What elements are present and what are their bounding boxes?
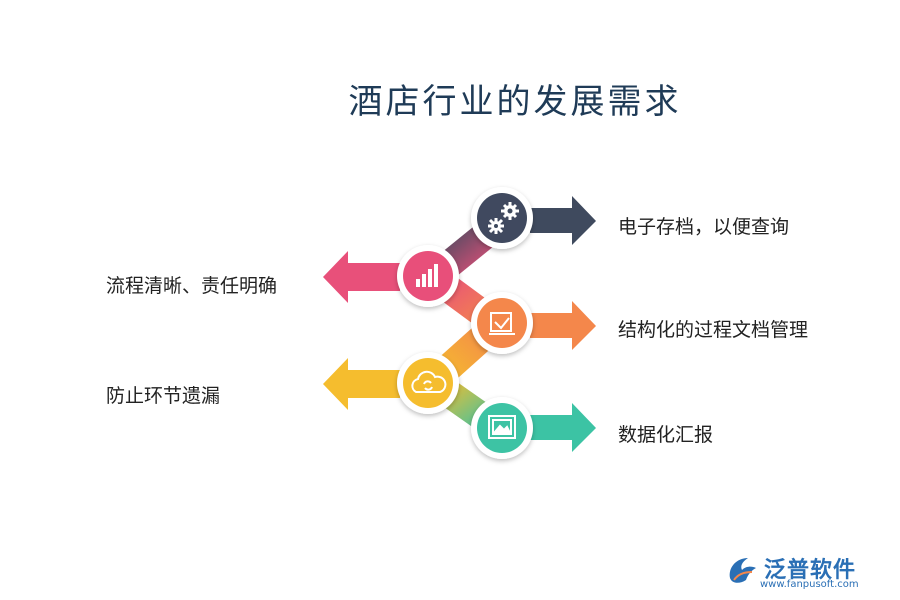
logo-url: www.fanpusoft.com (760, 579, 859, 590)
node-1 (471, 187, 533, 249)
logo-mark-icon (729, 558, 756, 583)
gears-icon (488, 202, 519, 234)
document-icon (489, 312, 515, 335)
page-title: 酒店行业的发展需求 (348, 82, 682, 122)
arrow-1 (530, 196, 596, 245)
label-item-5: 数据化汇报 (618, 424, 714, 446)
label-item-2: 流程清晰、责任明确 (106, 275, 278, 297)
bar-chart-icon (416, 264, 438, 287)
node-4 (397, 352, 459, 414)
brand-logo: 泛普软件 www.fanpusoft.com (726, 552, 886, 592)
arrow-2 (323, 251, 400, 303)
label-item-4: 防止环节遗漏 (106, 385, 221, 407)
arrow-5 (530, 403, 596, 452)
arrow-3 (530, 301, 596, 350)
cloud-sync-icon (411, 370, 447, 393)
node-3 (471, 292, 533, 354)
logo-name: 泛普软件 (764, 558, 857, 583)
label-item-1: 电子存档，以便查询 (618, 216, 790, 238)
image-icon (488, 415, 516, 439)
label-item-3: 结构化的过程文档管理 (618, 319, 809, 341)
arrow-4 (323, 358, 400, 410)
